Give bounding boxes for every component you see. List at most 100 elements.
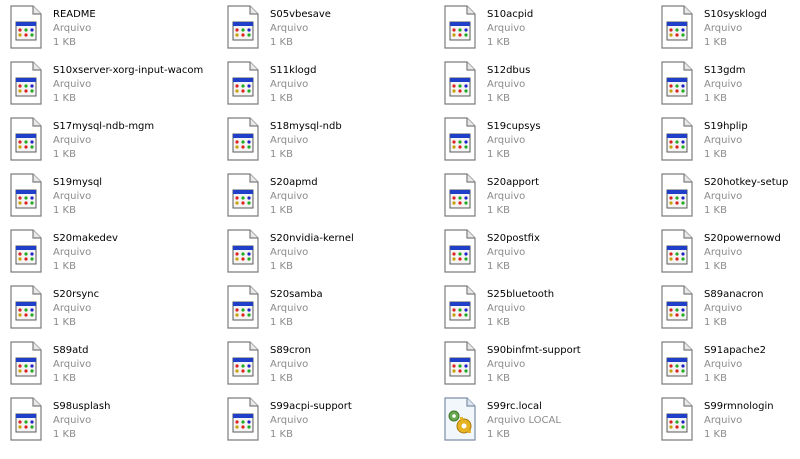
file-name: S20postfix <box>487 233 540 244</box>
file-size: 1 KB <box>53 261 76 272</box>
system-file-icon <box>5 4 45 50</box>
file-size: 1 KB <box>704 261 727 272</box>
file-type: Arquivo <box>53 23 92 34</box>
file-size: 1 KB <box>704 37 727 48</box>
file-type: Arquivo <box>704 359 743 370</box>
system-file-icon <box>5 228 45 274</box>
file-size: 1 KB <box>270 93 293 104</box>
file-size: 1 KB <box>53 429 76 440</box>
file-type: Arquivo <box>53 303 92 314</box>
file-size: 1 KB <box>53 317 76 328</box>
system-file-icon <box>656 228 696 274</box>
file-size: 1 KB <box>270 205 293 216</box>
file-type: Arquivo <box>704 303 743 314</box>
file-size: 1 KB <box>487 37 510 48</box>
file-type: Arquivo LOCAL <box>487 415 561 426</box>
file-type: Arquivo <box>487 191 526 202</box>
system-file-icon <box>439 172 479 218</box>
system-file-icon <box>439 284 479 330</box>
system-file-icon <box>222 60 262 106</box>
file-size: 1 KB <box>487 93 510 104</box>
system-file-icon <box>656 340 696 386</box>
system-file-icon <box>5 60 45 106</box>
system-file-icon <box>656 116 696 162</box>
file-size: 1 KB <box>704 205 727 216</box>
file-name: S18mysql-ndb <box>270 121 342 132</box>
file-type: Arquivo <box>53 415 92 426</box>
file-size: 1 KB <box>487 205 510 216</box>
file-size: 1 KB <box>53 205 76 216</box>
system-file-icon <box>222 116 262 162</box>
file-size: 1 KB <box>704 429 727 440</box>
file-size: 1 KB <box>704 149 727 160</box>
file-size: 1 KB <box>53 373 76 384</box>
file-size: 1 KB <box>270 373 293 384</box>
system-file-icon <box>439 116 479 162</box>
system-file-icon <box>439 4 479 50</box>
file-type: Arquivo <box>704 79 743 90</box>
file-size: 1 KB <box>487 373 510 384</box>
system-file-icon <box>222 396 262 442</box>
system-file-icon <box>222 340 262 386</box>
file-type: Arquivo <box>487 303 526 314</box>
file-name: S99rmnologin <box>704 401 774 412</box>
file-name: S19cupsys <box>487 121 541 132</box>
system-file-icon <box>656 60 696 106</box>
file-name: S99acpi-support <box>270 401 352 412</box>
system-file-icon <box>656 396 696 442</box>
file-name: S10acpid <box>487 9 534 20</box>
file-name: S20rsync <box>53 289 100 300</box>
system-file-icon <box>5 340 45 386</box>
file-name: S13gdm <box>704 65 746 76</box>
file-type: Arquivo <box>704 23 743 34</box>
